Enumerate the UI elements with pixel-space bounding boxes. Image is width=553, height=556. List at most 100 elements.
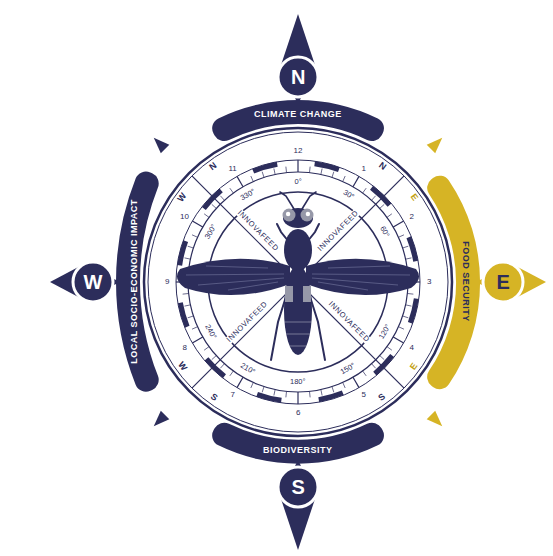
dial-tick xyxy=(332,387,334,393)
dial-tick xyxy=(285,391,287,397)
dial-tick xyxy=(220,196,224,200)
dial-tick xyxy=(403,246,409,248)
dial-segment xyxy=(202,189,223,210)
dial-tick xyxy=(332,172,334,178)
dial-tick xyxy=(297,392,298,404)
clock-number: 6 xyxy=(296,409,300,417)
clock-number: 9 xyxy=(165,278,169,286)
wing-vein xyxy=(186,274,284,275)
dial-face xyxy=(144,128,452,436)
wing-base xyxy=(303,286,311,302)
dial-tick xyxy=(285,167,287,173)
compass-letter: N xyxy=(291,67,305,87)
band-arc xyxy=(427,175,480,389)
dial-tick xyxy=(237,377,243,387)
band-shape xyxy=(114,166,164,397)
dial-tick xyxy=(192,337,202,343)
dial-segment xyxy=(370,186,391,207)
diagonal-pointer xyxy=(427,138,443,154)
wing-vein xyxy=(312,278,398,285)
clock-number: 12 xyxy=(294,147,303,155)
dial-tick xyxy=(407,293,413,295)
point-disc xyxy=(278,57,318,97)
compass-letter: S xyxy=(292,477,305,497)
abdomen-band xyxy=(286,334,310,335)
dial-tick xyxy=(403,316,409,318)
eye xyxy=(301,209,314,222)
dial-tick xyxy=(398,235,403,237)
compass-letter: W xyxy=(84,272,103,292)
dial-segment xyxy=(314,161,339,172)
diagonal-pointer xyxy=(154,411,170,427)
dial-tick xyxy=(321,169,322,175)
dial-tick xyxy=(363,188,367,193)
dial-tick xyxy=(372,196,376,200)
diagonal-pointer xyxy=(427,411,443,427)
clock-number: 7 xyxy=(231,391,235,399)
dial-tick xyxy=(185,258,191,259)
abdomen-band xyxy=(285,322,312,323)
dial-segment xyxy=(408,298,419,323)
dial-segment xyxy=(256,392,281,403)
clock-number: 11 xyxy=(229,165,237,173)
wing-vein xyxy=(228,282,278,290)
antenna xyxy=(302,192,316,209)
clock-number: 4 xyxy=(409,344,413,352)
thorax xyxy=(284,229,312,271)
dial-tick xyxy=(183,293,189,295)
dial-segment xyxy=(177,240,188,265)
wing xyxy=(177,259,290,295)
wing-vein xyxy=(328,266,390,268)
band-shape xyxy=(206,98,390,147)
compass-point: E xyxy=(481,260,525,304)
dial-tick xyxy=(188,316,194,318)
antenna xyxy=(280,192,294,209)
dial-segment xyxy=(406,236,418,261)
band-label: BIODIVERSITY xyxy=(263,446,333,455)
wing-vein xyxy=(318,282,368,290)
dial-tick xyxy=(204,347,209,351)
dial-tick xyxy=(398,327,403,329)
clock-number: 3 xyxy=(427,278,431,286)
band-arc xyxy=(116,172,159,392)
wing-vein xyxy=(312,274,410,275)
dial-tick xyxy=(387,214,392,218)
theme-band: CLIMATE CHANGE xyxy=(206,98,390,147)
dial-segment xyxy=(205,357,226,378)
dial-tick xyxy=(380,356,384,360)
dial-tick xyxy=(309,167,311,173)
dial-tick xyxy=(380,204,384,208)
dial-tick xyxy=(297,160,298,172)
dial-tick xyxy=(192,327,197,329)
dial-segment xyxy=(178,302,190,327)
eye-spot xyxy=(286,212,290,216)
wing-vein xyxy=(198,278,284,285)
band-label: FOOD SECURITY xyxy=(461,242,470,323)
point-disc xyxy=(73,262,113,302)
dial-segment xyxy=(373,354,394,375)
wing-vein xyxy=(206,266,268,268)
dial-tick xyxy=(262,387,264,393)
insect xyxy=(177,192,419,360)
clock-number: 8 xyxy=(183,344,187,352)
compass-point: S xyxy=(276,465,320,509)
dial-ring xyxy=(148,132,448,432)
dial-tick xyxy=(212,204,216,208)
wing-base xyxy=(285,286,293,302)
dial-tick xyxy=(262,172,264,178)
band-label: CLIMATE CHANGE xyxy=(254,110,342,119)
dial-segment xyxy=(252,162,277,174)
dial-tick xyxy=(372,364,376,368)
dial-tick xyxy=(230,371,234,376)
dial-tick xyxy=(192,221,202,227)
dial-tick xyxy=(309,391,311,397)
dial-tick xyxy=(274,169,275,175)
abdomen-band xyxy=(290,346,307,347)
band-arc xyxy=(212,423,384,464)
dial-tick xyxy=(185,305,191,306)
eye xyxy=(283,209,296,222)
abdomen xyxy=(284,265,312,355)
dial-tick xyxy=(321,390,322,396)
dial xyxy=(144,128,452,436)
dial-tick xyxy=(237,176,243,186)
